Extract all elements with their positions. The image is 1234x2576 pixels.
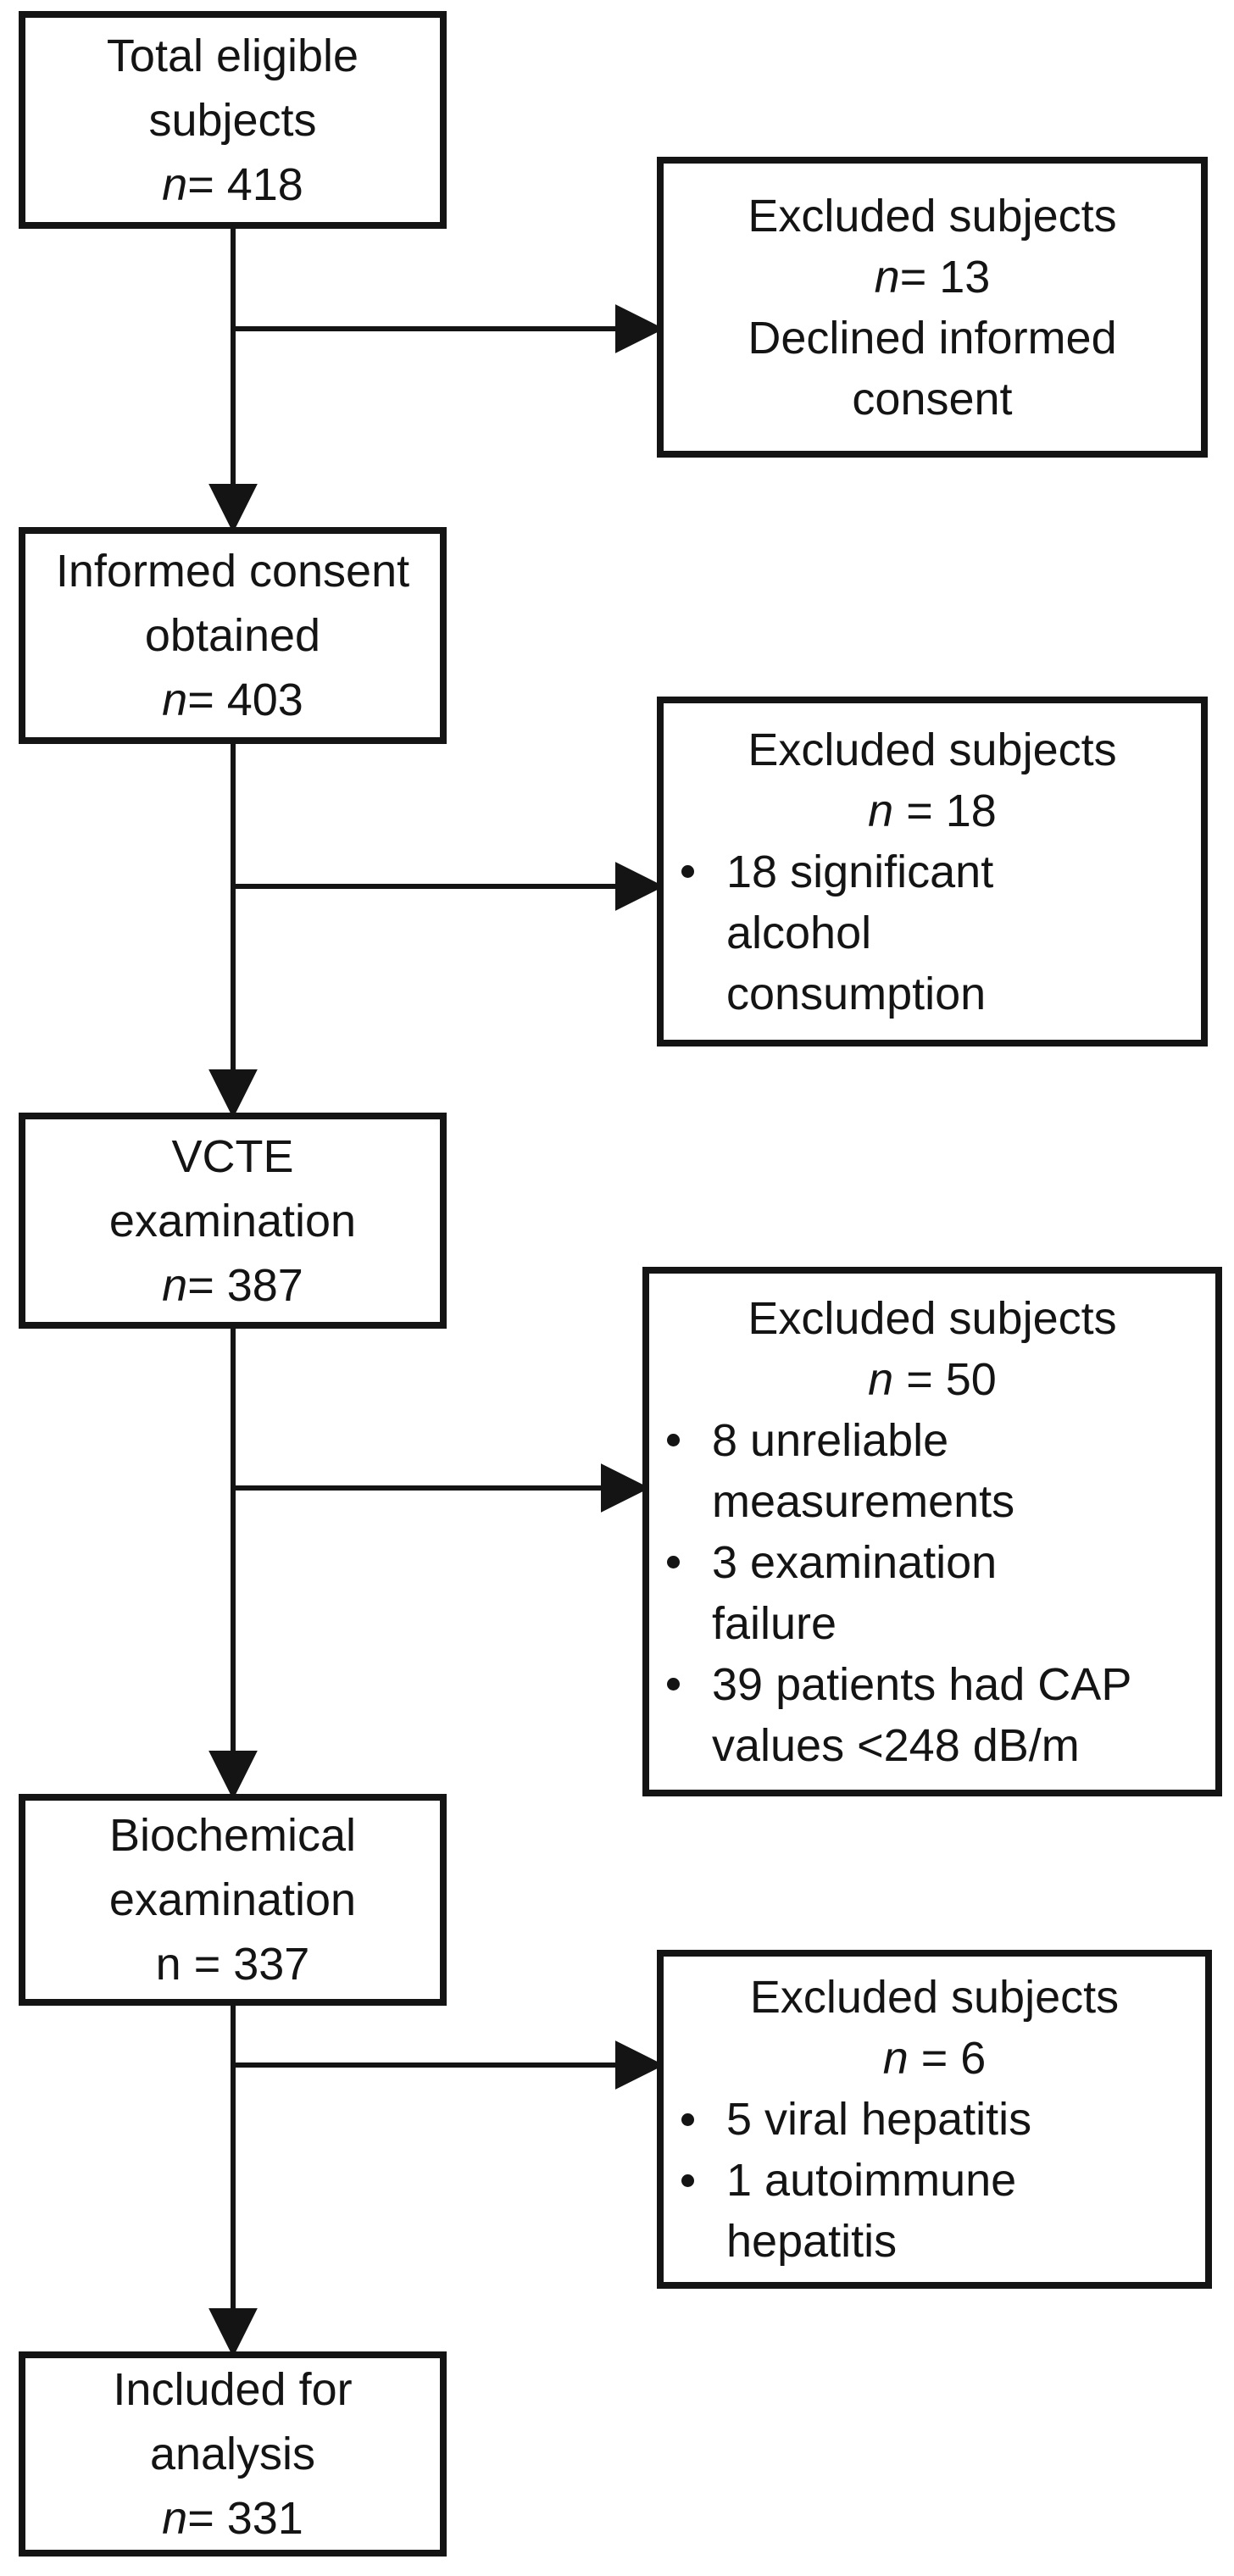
excluded-box-title: Excluded subjects	[748, 1292, 1117, 1344]
excluded-box-title: Excluded subjects	[749, 1972, 1120, 2023]
arrowhead-right-3	[601, 1463, 650, 1513]
excluded-box-2: Excluded subjects n = 18 18 significant alc…	[657, 697, 1208, 1046]
n-count-line: n = 50	[868, 1353, 997, 1405]
bullet-text-line: 1 autoimmune	[726, 2155, 1017, 2206]
bullet-item-line: failure	[649, 1593, 1215, 1654]
arrowhead-down-1	[208, 484, 258, 533]
box-text-line: Informed consent	[55, 546, 410, 597]
bullet-marker-cell	[664, 963, 711, 1024]
bullet-dot	[681, 2112, 694, 2126]
bullet-marker-cell	[649, 1715, 697, 1776]
bullet-marker-cell	[649, 1471, 697, 1532]
bullet-marker-cell	[649, 1654, 697, 1715]
bullet-marker-cell	[649, 1410, 697, 1471]
flow-box-vcte-examination: VCTE examination n= 387	[19, 1113, 447, 1329]
box-text-line: VCTE	[171, 1130, 294, 1182]
n-count-line: n = 18	[868, 785, 997, 836]
box-text-line: Declined informed	[748, 312, 1117, 364]
bullet-text-line: 8 unreliable	[712, 1414, 949, 1466]
bullet-item-line: 39 patients had CAP	[649, 1654, 1215, 1715]
bullet-text-line: 39 patients had CAP	[712, 1658, 1132, 1710]
bullet-dot	[666, 1678, 680, 1690]
bullet-marker-cell	[649, 1532, 697, 1593]
bullet-marker-cell	[664, 841, 711, 902]
bullet-dot	[666, 1556, 680, 1568]
box-text-line: Included for	[113, 2364, 353, 2415]
bullet-text-line: hepatitis	[726, 2216, 898, 2267]
bullet-text-line: 3 examination	[712, 1536, 998, 1588]
flow-box-included-for-analysis: Included for analysis n= 331	[19, 2351, 447, 2557]
arrowhead-down-3	[208, 1751, 258, 1800]
bullet-marker-cell	[664, 2089, 711, 2150]
box-text-line: analysis	[149, 2429, 316, 2479]
arrowhead-right-1	[615, 304, 664, 353]
bullet-item-line: 3 examination	[649, 1532, 1215, 1593]
bullet-marker-cell	[664, 902, 711, 963]
bullet-item-line: 1 autoimmune	[664, 2150, 1205, 2211]
bullet-marker-cell	[649, 1593, 697, 1654]
n-count-line: n= 403	[162, 675, 303, 725]
box-text-line: subjects	[148, 94, 317, 146]
bullet-item-line: 5 viral hepatitis	[664, 2089, 1205, 2150]
bullet-item-line: hepatitis	[664, 2211, 1205, 2272]
bullet-item-line: values <248 dB/m	[649, 1715, 1215, 1776]
bullet-item-line: alcohol	[664, 902, 1201, 963]
bullet-marker-cell	[664, 2211, 711, 2272]
box-text-line: obtained	[144, 610, 321, 661]
box-text-line: Biochemical	[108, 1810, 357, 1861]
box-text-line: n = 337	[155, 1939, 310, 1990]
flow-box-biochemical-examination: Biochemical examination n = 337	[19, 1794, 447, 2006]
bullet-text-line: measurements	[712, 1475, 1015, 1527]
excluded-box-1: Excluded subjects n= 13 Declined informed c…	[657, 157, 1208, 458]
excluded-box-title: Excluded subjects	[748, 190, 1117, 242]
bullet-text-line: values <248 dB/m	[712, 1719, 1080, 1771]
bullet-text-line: 5 viral hepatitis	[726, 2094, 1032, 2145]
box-text-line: examination	[108, 1195, 357, 1246]
flow-box-total-eligible: Total eligible subjects n= 418	[19, 11, 447, 229]
box-text-line: examination	[108, 1874, 357, 1925]
excluded-box-3: Excluded subjects n = 50 8 unreliable measu…	[642, 1267, 1222, 1796]
bullet-dot	[681, 865, 694, 878]
arrowhead-right-4	[615, 2040, 664, 2090]
excluded-box-4: Excluded subjects n = 6 5 viral hepatitis 1…	[657, 1950, 1212, 2289]
bullet-item-line: 8 unreliable	[649, 1410, 1215, 1471]
n-count-line: n= 387	[162, 1259, 303, 1311]
n-count-line: n = 6	[882, 2033, 987, 2084]
bullet-marker-cell	[664, 2150, 711, 2211]
flow-box-informed-consent: Informed consent obtained n= 403	[19, 527, 447, 744]
n-count-line: n= 418	[162, 158, 303, 210]
arrowhead-right-2	[615, 862, 664, 911]
excluded-box-title: Excluded subjects	[748, 724, 1117, 775]
bullet-text-line: 18 significant	[726, 846, 994, 897]
arrowhead-down-4	[208, 2308, 258, 2357]
bullet-item-line: consumption	[664, 963, 1201, 1024]
bullet-text-line: alcohol	[726, 907, 872, 958]
box-text-line: Total eligible	[106, 30, 359, 81]
arrowhead-down-2	[208, 1069, 258, 1119]
box-text-line: consent	[852, 373, 1013, 425]
bullet-dot	[666, 1434, 680, 1446]
n-count-line: n= 13	[874, 251, 991, 303]
bullet-item-line: measurements	[649, 1471, 1215, 1532]
bullet-item-line: 18 significant	[664, 841, 1201, 902]
bullet-dot	[681, 2174, 694, 2187]
bullet-text-line: failure	[712, 1597, 837, 1649]
n-count-line: n= 331	[162, 2493, 303, 2544]
bullet-text-line: consumption	[726, 968, 987, 1019]
